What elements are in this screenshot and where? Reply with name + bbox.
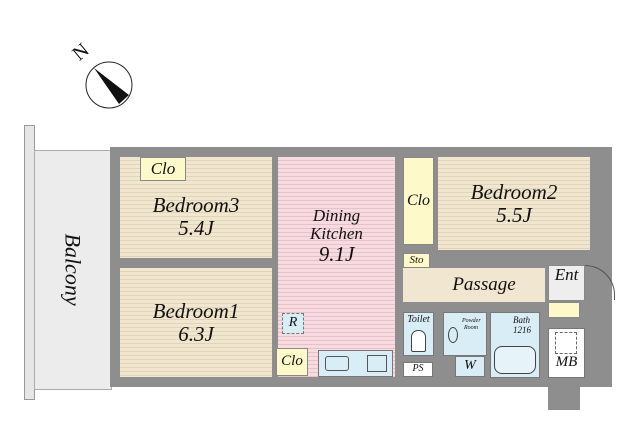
outer-wall-bottom xyxy=(548,380,580,410)
washbasin-icon xyxy=(448,327,458,343)
dining-kitchen-size: 9.1J xyxy=(318,241,355,266)
closet-label: Clo xyxy=(281,353,303,370)
bathtub-icon xyxy=(494,346,536,374)
toilet: Toilet xyxy=(403,312,434,356)
meter-box-label: MB xyxy=(555,354,578,371)
north-arrow-icon xyxy=(85,61,133,109)
bathroom: Bath 1216 xyxy=(490,312,540,378)
bedroom3-size: 5.4J xyxy=(178,215,214,240)
entrance: Ent xyxy=(548,265,585,301)
stove-icon xyxy=(367,355,387,372)
closet-label: Clo xyxy=(150,159,176,179)
kitchen-label: Kitchen xyxy=(310,223,363,243)
dining-label: Dining xyxy=(312,206,361,225)
toilet-icon xyxy=(411,330,426,352)
compass: N xyxy=(68,38,140,113)
entrance-label: Ent xyxy=(554,265,579,284)
washer-label: W xyxy=(464,358,476,374)
meter-box-inner xyxy=(555,332,577,354)
powder-room-label: Powder xyxy=(462,318,481,324)
balcony: Balcony xyxy=(34,150,112,390)
pipe-space-label: PS xyxy=(412,363,424,375)
toilet-label: Toilet xyxy=(407,314,430,325)
bath-label: Bath xyxy=(513,315,530,325)
closet-bedroom2: Clo xyxy=(403,157,434,245)
closet-label: Clo xyxy=(406,191,431,209)
powder-room: Powder Room xyxy=(443,312,487,356)
bedroom1: Bedroom1 6.3J xyxy=(120,268,272,377)
storage-label: Sto xyxy=(409,253,424,266)
powder-room-label-2: Room xyxy=(464,325,478,331)
entrance-step xyxy=(548,302,580,318)
storage: Sto xyxy=(403,253,430,268)
washer-space: W xyxy=(455,356,485,377)
meter-box: MB xyxy=(548,328,585,378)
passage: Passage xyxy=(403,268,545,302)
closet-bedroom3: Clo xyxy=(140,157,186,181)
refrigerator-label: R xyxy=(288,315,298,331)
bedroom2-name: Bedroom2 xyxy=(470,180,558,205)
closet-bedroom1: Clo xyxy=(276,348,308,376)
dining-kitchen: Dining Kitchen 9.1J xyxy=(278,157,395,377)
bedroom1-name: Bedroom1 xyxy=(152,299,240,324)
bath-size: 1216 xyxy=(513,325,531,335)
bedroom2-size: 5.5J xyxy=(496,202,532,227)
sink-icon xyxy=(325,356,349,371)
bedroom1-size: 6.3J xyxy=(178,321,214,346)
pipe-space: PS xyxy=(403,362,433,377)
balcony-label: Balcony xyxy=(60,233,86,307)
bedroom3-name: Bedroom3 xyxy=(152,193,240,218)
refrigerator-space: R xyxy=(282,313,304,334)
bedroom2: Bedroom2 5.5J xyxy=(438,157,590,250)
passage-label: Passage xyxy=(452,274,516,296)
kitchen-counter xyxy=(318,350,393,377)
